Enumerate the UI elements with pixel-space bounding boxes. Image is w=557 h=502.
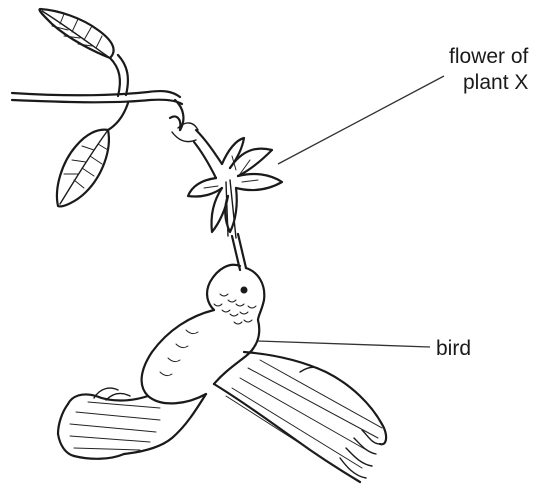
bird-label: bird [436, 336, 471, 362]
flower-plant-x [172, 123, 282, 238]
plant-stem [12, 55, 183, 130]
bird-leader-line [258, 341, 430, 347]
lower-leaf [57, 130, 109, 207]
flower-label: flower of plant X [449, 44, 528, 96]
bird [58, 234, 386, 482]
flower-label-line2: plant X [449, 70, 528, 96]
flower-leader-line [278, 76, 444, 164]
flower-label-line1: flower of [449, 44, 528, 70]
bird-eye [241, 287, 248, 294]
upper-leaf [40, 9, 114, 58]
